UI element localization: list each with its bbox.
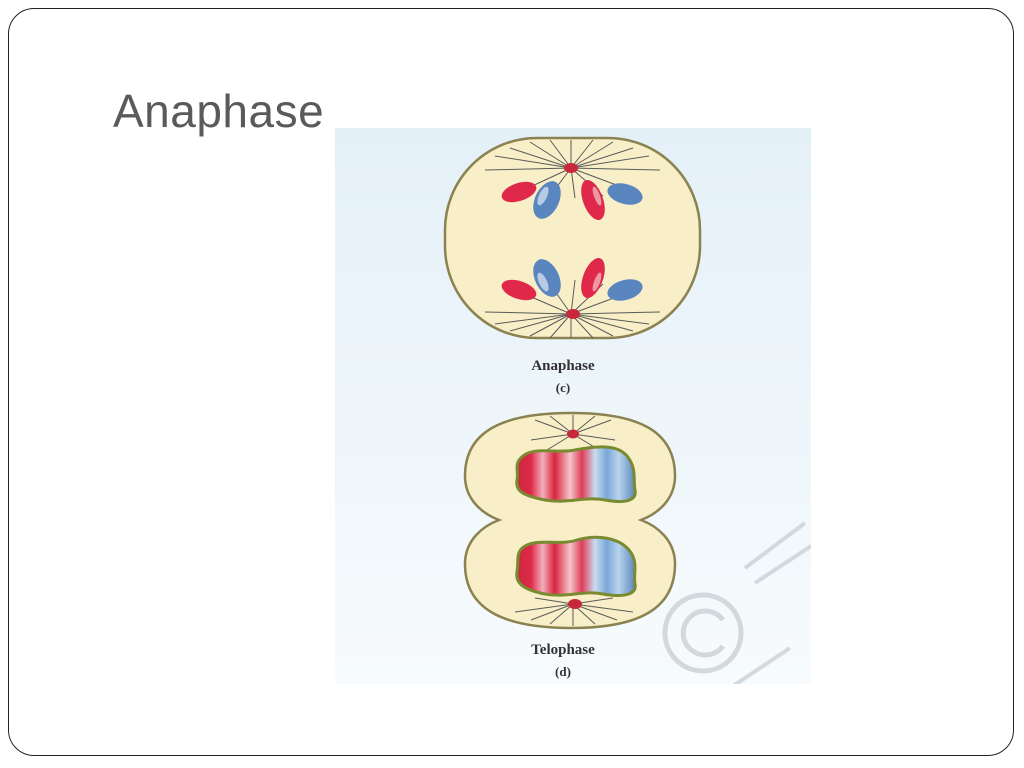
slide-title: Anaphase — [113, 85, 325, 137]
anaphase-bottom-centriole — [566, 309, 580, 319]
telophase-bottom-centriole — [568, 599, 582, 609]
anaphase-top-centriole — [564, 163, 578, 173]
mitosis-figure: Anaphase (c) — [335, 128, 811, 684]
anaphase-cell — [443, 136, 702, 340]
anaphase-label: Anaphase — [531, 358, 595, 374]
anaphase-letter: (c) — [556, 380, 570, 395]
telophase-top-centriole — [567, 429, 579, 439]
telophase-bottom-nucleus — [515, 535, 637, 598]
anaphase-bottom-chromosomes — [501, 257, 643, 301]
watermark — [662, 521, 811, 684]
telophase-cell — [463, 411, 677, 630]
anaphase-top-chromosomes — [501, 179, 643, 221]
telophase-top-nucleus — [515, 445, 637, 504]
mitosis-diagram: Anaphase (c) — [335, 128, 811, 684]
telophase-letter: (d) — [555, 664, 571, 679]
telophase-label: Telophase — [531, 642, 595, 658]
